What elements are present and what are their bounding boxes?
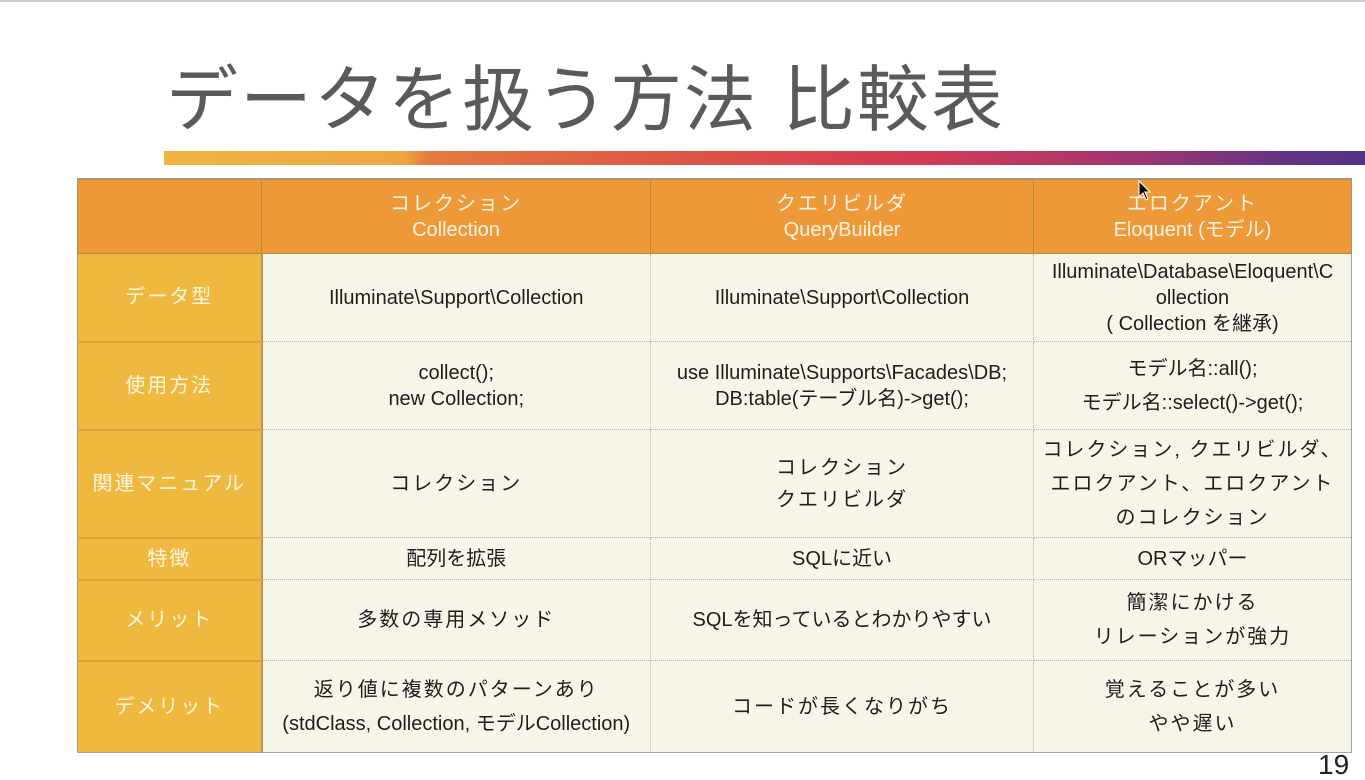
cell-text: リレーションが強力 — [1093, 626, 1292, 648]
header-en: Eloquent (モデル) — [1113, 218, 1272, 241]
top-border — [0, 0, 1365, 2]
table-cell: コレクション — [261, 429, 651, 538]
cell-text: 覚えることが多い — [1104, 678, 1281, 701]
table-cell: コードが長くなりがち — [650, 660, 1034, 753]
cell-text: ORマッパー — [1137, 547, 1248, 570]
row-label: デメリット — [77, 660, 263, 753]
cell-text: コレクション — [776, 456, 908, 479]
cell-text: コードが長くなりがち — [732, 695, 952, 718]
title-accent-bar — [164, 151, 1365, 165]
table-cell: 配列を拡張 — [261, 537, 651, 580]
cell-text: 返り値に複数のパターンあり — [313, 678, 599, 701]
table-cell: コレクション, クエリビルダ、 エロクアント、エロクアント のコレクション — [1033, 429, 1352, 538]
row-label: メリット — [77, 579, 263, 662]
cell-text: モデル名::select()->get(); — [1081, 391, 1304, 414]
header-en: Collection — [412, 218, 500, 241]
header-jp: エロクアント — [1126, 192, 1259, 215]
header-corner-cell — [77, 178, 262, 254]
row-label: データ型 — [77, 253, 263, 343]
cell-text: collect(); — [418, 361, 495, 384]
cell-text: のコレクション — [1115, 506, 1270, 529]
table-cell: コレクション クエリビルダ — [650, 429, 1034, 538]
row-label: 特徴 — [77, 537, 263, 581]
row-label: 関連マニュアル — [77, 429, 263, 539]
table-cell: 簡潔にかける リレーションが強力 — [1033, 579, 1352, 661]
row-label: 使用方法 — [77, 341, 263, 431]
table-row-data-type: データ型 Illuminate\Support\Collection Illum… — [77, 253, 1352, 343]
table-header-row: コレクション Collection クエリビルダ QueryBuilder エロ… — [77, 178, 1352, 254]
cell-text: エロクアント、エロクアント — [1050, 472, 1335, 495]
table-cell: ORマッパー — [1033, 537, 1352, 580]
table-cell: collect(); new Collection; — [261, 341, 651, 430]
cell-text: Illuminate\Support\Collection — [714, 286, 970, 309]
table-row-manual: 関連マニュアル コレクション コレクション クエリビルダ コレクション, クエリ… — [77, 429, 1352, 539]
table-cell: Illuminate\Support\Collection — [261, 253, 651, 342]
header-en: QueryBuilder — [783, 218, 901, 241]
cell-text: SQLに近い — [791, 547, 893, 570]
table-cell: SQLに近い — [650, 537, 1034, 580]
mouse-cursor-icon — [1138, 180, 1152, 201]
cell-text: SQLを知っているとわかりやすい — [692, 609, 992, 631]
header-collection: コレクション Collection — [261, 178, 651, 254]
header-jp: コレクション — [390, 192, 522, 215]
table-row-usage: 使用方法 collect(); new Collection; use Illu… — [77, 341, 1352, 431]
table-row-feature: 特徴 配列を拡張 SQLに近い ORマッパー — [77, 537, 1352, 581]
table-cell: モデル名::all(); モデル名::select()->get(); — [1033, 341, 1352, 430]
table-row-merit: メリット 多数の専用メソッド SQLを知っているとわかりやすい 簡潔にかける リ… — [77, 579, 1352, 662]
slide-title: データを扱う方法 比較表 — [166, 58, 1005, 142]
table-cell: 覚えることが多い やや遅い — [1033, 660, 1352, 753]
cell-text: new Collection; — [388, 387, 525, 410]
page-number: 19 — [1318, 749, 1350, 780]
table-cell: 返り値に複数のパターンあり (stdClass, Collection, モデル… — [261, 660, 651, 753]
cell-text: クエリビルダ — [776, 488, 908, 511]
comparison-table: コレクション Collection クエリビルダ QueryBuilder エロ… — [77, 178, 1352, 753]
header-jp: クエリビルダ — [776, 192, 908, 215]
table-row-demerit: デメリット 返り値に複数のパターンあり (stdClass, Collectio… — [77, 660, 1352, 753]
table-cell: use Illuminate\Supports\Facades\DB; DB:t… — [650, 341, 1034, 430]
cell-text: ollection — [1155, 286, 1230, 309]
table-cell: Illuminate\Support\Collection — [650, 253, 1034, 342]
cell-text: 簡潔にかける — [1126, 592, 1259, 614]
cell-text: モデル名::all(); — [1127, 357, 1258, 380]
cell-text: やや遅い — [1148, 712, 1237, 735]
header-eloquent: エロクアント Eloquent (モデル) — [1033, 178, 1352, 254]
cell-text: DB:table(テーブル名)->get(); — [715, 387, 969, 410]
cell-text: ( Collection を継承) — [1106, 312, 1279, 335]
cell-text: 多数の専用メソッド — [357, 609, 556, 631]
cell-text: コレクション, クエリビルダ、 — [1042, 438, 1343, 461]
cell-text: 配列を拡張 — [406, 547, 507, 570]
cell-text: Illuminate\Database\Eloquent\C — [1051, 260, 1334, 283]
cell-text: use Illuminate\Supports\Facades\DB; — [676, 361, 1008, 384]
cell-text: コレクション — [390, 472, 523, 495]
table-cell: 多数の専用メソッド — [261, 579, 651, 661]
table-cell: SQLを知っているとわかりやすい — [650, 579, 1034, 661]
cell-text: Illuminate\Support\Collection — [328, 286, 584, 309]
cell-text: (stdClass, Collection, モデルCollection) — [282, 712, 631, 735]
header-querybuilder: クエリビルダ QueryBuilder — [650, 178, 1034, 254]
table-cell: Illuminate\Database\Eloquent\C ollection… — [1033, 253, 1352, 342]
